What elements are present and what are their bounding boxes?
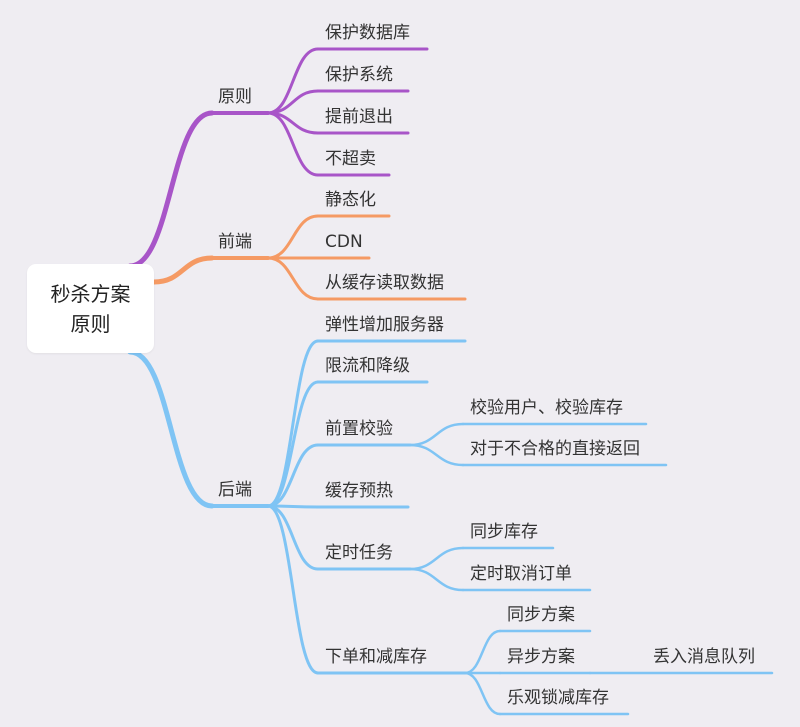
edge-backend-precheck xyxy=(266,443,320,508)
edge-order-optimistic xyxy=(463,671,502,716)
backend-item-precheck[interactable]: 前置校验 xyxy=(325,419,393,439)
frontend-item-cache-read[interactable]: 从缓存读取数据 xyxy=(325,273,444,293)
order-item-async[interactable]: 异步方案 xyxy=(507,647,575,667)
edge-scheduled-child-0 xyxy=(408,546,465,571)
scheduled-item-sync-stock[interactable]: 同步库存 xyxy=(470,522,538,542)
edge-root-backend xyxy=(127,349,215,509)
edge-root-principle xyxy=(127,110,215,269)
root-title-line2: 原则 xyxy=(70,311,111,336)
precheck-item-validate[interactable]: 校验用户、校验库存 xyxy=(470,398,623,418)
root-title-line1: 秒杀方案 xyxy=(50,281,131,306)
scheduled-item-cancel-order[interactable]: 定时取消订单 xyxy=(470,564,572,584)
precheck-item-reject[interactable]: 对于不合格的直接返回 xyxy=(470,439,640,459)
edge-root-frontend xyxy=(151,255,215,285)
edge-scheduled-child-1 xyxy=(408,567,465,592)
order-item-optimistic[interactable]: 乐观锁减库存 xyxy=(507,688,609,708)
edge-backend-ratelimit xyxy=(266,380,320,508)
edge-precheck-child-1 xyxy=(408,443,465,467)
async-item-mq[interactable]: 丢入消息队列 xyxy=(653,647,755,667)
edge-frontend-child-0 xyxy=(266,214,320,260)
principle-item-protect-db[interactable]: 保护数据库 xyxy=(325,23,410,43)
branch-backend-label[interactable]: 后端 xyxy=(218,480,252,500)
branch-frontend-label[interactable]: 前端 xyxy=(218,232,252,252)
edge-order-sync xyxy=(463,629,502,675)
principle-item-no-oversell[interactable]: 不超卖 xyxy=(325,149,376,169)
edge-backend-elastic xyxy=(266,339,320,508)
root-node[interactable]: 秒杀方案 原则 xyxy=(27,264,154,353)
edge-backend-scheduled xyxy=(266,504,320,571)
backend-item-warmup[interactable]: 缓存预热 xyxy=(325,481,393,501)
edge-principle-child-3 xyxy=(266,111,320,177)
frontend-item-static[interactable]: 静态化 xyxy=(325,190,376,210)
backend-item-order[interactable]: 下单和减库存 xyxy=(325,647,427,667)
backend-item-scheduled[interactable]: 定时任务 xyxy=(325,543,393,563)
frontend-item-cdn[interactable]: CDN xyxy=(325,232,363,252)
backend-item-ratelimit[interactable]: 限流和降级 xyxy=(325,356,410,376)
backend-item-elastic[interactable]: 弹性增加服务器 xyxy=(325,315,444,335)
edge-backend-order xyxy=(266,504,320,675)
branch-principle-label[interactable]: 原则 xyxy=(218,87,252,107)
edge-frontend-child-2 xyxy=(266,256,320,301)
principle-item-protect-system[interactable]: 保护系统 xyxy=(325,65,393,85)
edge-precheck-child-0 xyxy=(408,422,465,447)
order-item-sync[interactable]: 同步方案 xyxy=(507,605,575,625)
principle-item-early-exit[interactable]: 提前退出 xyxy=(325,107,393,127)
